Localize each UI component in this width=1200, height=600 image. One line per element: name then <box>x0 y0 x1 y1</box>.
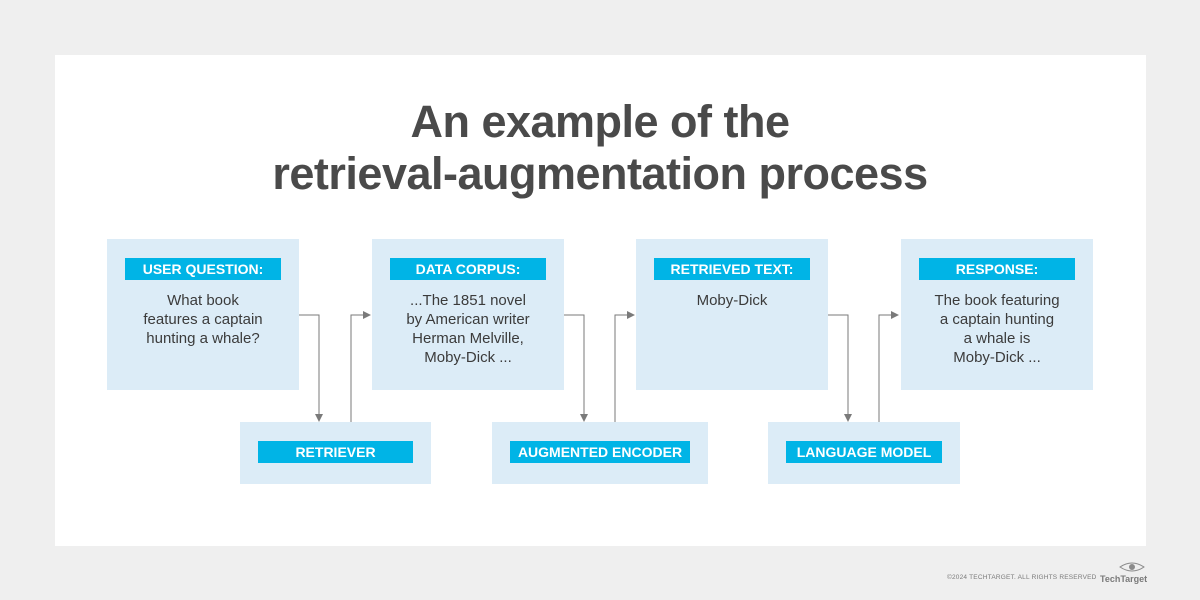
connector-model-to-response <box>878 311 899 422</box>
title-line-2: retrieval-augmentation process <box>272 148 928 199</box>
step-user-question: USER QUESTION: What book features a capt… <box>107 239 299 390</box>
step-text-line: a whale is <box>963 330 1031 347</box>
step-label: DATA CORPUS: <box>390 258 546 280</box>
connector-retrieved-to-model <box>828 314 852 422</box>
step-text: The book featuring a captain hunting a w… <box>901 291 1093 367</box>
connector-retriever-to-corpus <box>350 311 371 422</box>
eye-icon <box>1119 562 1145 572</box>
step-text-line: Moby-Dick ... <box>424 349 512 366</box>
processor-label: AUGMENTED ENCODER <box>510 441 690 463</box>
step-text: ...The 1851 novel by American writer Her… <box>372 291 564 367</box>
step-response: RESPONSE: The book featuring a captain h… <box>901 239 1093 390</box>
step-text-line: ...The 1851 novel <box>410 292 526 309</box>
step-label: RESPONSE: <box>919 258 1075 280</box>
step-text-line: Moby-Dick ... <box>953 349 1041 366</box>
step-text: Moby-Dick <box>636 291 828 310</box>
step-label: USER QUESTION: <box>125 258 281 280</box>
processor-retriever: RETRIEVER <box>240 422 431 484</box>
brand-logo-text: TechTarget <box>1100 574 1148 584</box>
copyright-notice: ©2024 TECHTARGET. ALL RIGHTS RESERVED <box>947 574 1097 581</box>
processor-label: LANGUAGE MODEL <box>786 441 942 463</box>
connector-corpus-to-encoder <box>564 314 588 422</box>
step-data-corpus: DATA CORPUS: ...The 1851 novel by Americ… <box>372 239 564 390</box>
connector-question-to-retriever <box>299 314 323 422</box>
step-text-line: Herman Melville, <box>412 330 524 347</box>
step-text-line: Moby-Dick <box>696 292 768 309</box>
diagram-title: An example of the retrieval-augmentation… <box>0 96 1200 200</box>
step-retrieved-text: RETRIEVED TEXT: Moby-Dick <box>636 239 828 390</box>
step-text-line: What book <box>167 292 239 309</box>
processor-augmented-encoder: AUGMENTED ENCODER <box>492 422 708 484</box>
step-text-line: hunting a whale? <box>146 330 260 347</box>
step-label: RETRIEVED TEXT: <box>654 258 810 280</box>
step-text: What book features a captain hunting a w… <box>107 291 299 348</box>
step-text-line: by American writer <box>406 311 530 328</box>
connector-encoder-to-retrieved <box>614 311 635 422</box>
step-text-line: a captain hunting <box>939 311 1055 328</box>
processor-label: RETRIEVER <box>258 441 413 463</box>
step-text-line: features a captain <box>143 311 263 328</box>
processor-language-model: LANGUAGE MODEL <box>768 422 960 484</box>
title-line-1: An example of the <box>410 96 790 147</box>
step-text-line: The book featuring <box>934 292 1060 309</box>
